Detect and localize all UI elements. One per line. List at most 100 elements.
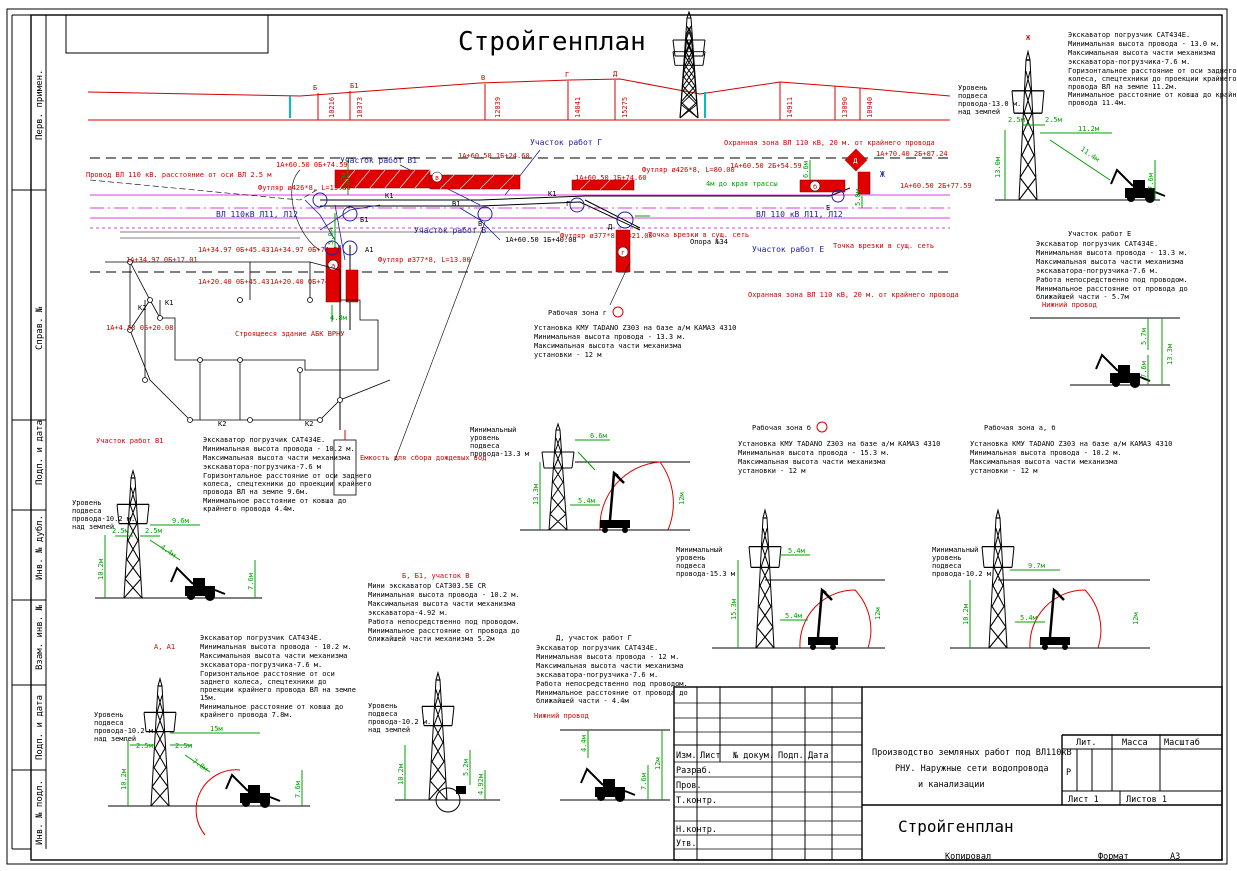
svg-text:Минимальный: Минимальный: [470, 426, 516, 434]
mark: 1А+70.40 2Б+87.24: [876, 150, 948, 158]
plan-dim: 5.0м: [854, 188, 862, 206]
svg-text:Нижний провод: Нижний провод: [534, 712, 589, 720]
profile-dim: 10216: [328, 97, 336, 118]
stamp-row: Разраб.: [676, 765, 712, 776]
svg-text:7.8м: 7.8м: [191, 757, 210, 774]
svg-text:а: а: [331, 262, 335, 270]
svg-text:Максимальная высота части меха: Максимальная высота части механизма: [200, 652, 348, 660]
mark: 1А+60.50 2Б+77.59: [900, 182, 972, 190]
stamp-header: Дата: [808, 751, 828, 761]
panel-site-b1: Участок работ В1 Экскаватор погрузчик CA…: [72, 436, 372, 602]
svg-text:Горизонтальное расстояние от о: Горизонтальное расстояние от оси заднего: [203, 472, 372, 480]
site-label: Участок работ В1: [340, 155, 417, 165]
svg-text:Установка КМУ TADANO Z303 на б: Установка КМУ TADANO Z303 на базе а/м КА…: [738, 440, 940, 448]
svg-text:ближайшей части - 5.7м: ближайшей части - 5.7м: [1036, 293, 1130, 301]
panel-site-aa1: А, А1 Экскаватор погрузчик CAT434E. Мини…: [94, 634, 356, 836]
node-label: К1: [385, 192, 393, 200]
svg-text:уровень: уровень: [676, 554, 706, 562]
svg-text:экскаватора-погрузчика-7.6 м.: экскаватора-погрузчика-7.6 м.: [1036, 267, 1158, 275]
panel-zone-g: Рабочая зона г Установка КМУ TADANO Z303…: [470, 306, 736, 535]
svg-text:7.6м: 7.6м: [1147, 172, 1155, 190]
svg-text:11.2м: 11.2м: [1078, 125, 1100, 133]
svg-text:2.5м: 2.5м: [1045, 116, 1063, 124]
svg-text:провода-13.3 м: провода-13.3 м: [470, 450, 530, 458]
svg-text:6.6м: 6.6м: [590, 432, 608, 440]
stamp-scale: Масштаб: [1164, 737, 1200, 748]
svg-text:Экскаватор погрузчик CAT434E.: Экскаватор погрузчик CAT434E.: [1068, 31, 1190, 39]
svg-text:Экскаватор погрузчик CAT434E.: Экскаватор погрузчик CAT434E.: [1036, 240, 1158, 248]
profile-dim: 15275: [621, 97, 629, 118]
svg-text:Минимальная высота провода - 1: Минимальная высота провода - 13.0 м.: [1068, 40, 1220, 48]
mark: 1А+34.97 0Б+74.59: [270, 246, 342, 254]
svg-text:Минимальная высота провода - 1: Минимальная высота провода - 10.2 м.: [970, 449, 1122, 457]
node-label: К1: [548, 190, 556, 198]
stamp-header: Лист: [700, 751, 720, 761]
svg-text:5.2м: 5.2м: [462, 758, 470, 776]
svg-text:Максимальная высота части меха: Максимальная высота части механизма: [368, 600, 516, 608]
svg-text:13.3м: 13.3м: [1166, 343, 1174, 365]
svg-text:7.6м: 7.6м: [247, 572, 255, 590]
pipe-label: Футляр ø426*8, L=80.00: [642, 166, 735, 174]
svg-text:5.4м: 5.4м: [785, 612, 803, 620]
profile-dim: 12039: [494, 97, 502, 118]
svg-text:12м: 12м: [874, 607, 882, 620]
svg-text:5.4м: 5.4м: [788, 547, 806, 555]
stamp-row: Пров.: [676, 781, 702, 791]
svg-text:Максимальная высота части меха: Максимальная высота части механизма: [536, 662, 684, 670]
node-label: Б1: [360, 216, 368, 224]
stamp-row: Т.контр.: [676, 796, 717, 806]
svg-text:Минимальное расстояние от пров: Минимальное расстояние от провода до: [1036, 285, 1188, 293]
svg-text:подвеса: подвеса: [470, 442, 500, 450]
profile-dim: 10373: [356, 97, 364, 118]
panel-title: Б, Б1, участок В: [402, 572, 469, 580]
node-label: Е: [826, 204, 830, 212]
profile-letter: Д: [613, 70, 618, 78]
svg-text:10.2м: 10.2м: [397, 763, 405, 785]
mark: 1А+60.50 2Б+54.59: [730, 162, 802, 170]
svg-text:Минимальная высота провода - 1: Минимальная высота провода - 13.3 м.: [1036, 249, 1188, 257]
mark: 1А+60.50 1Б+24.60: [458, 152, 530, 160]
profile-dim: 14041: [574, 97, 582, 118]
svg-text:провода-15.3 м: провода-15.3 м: [676, 570, 736, 578]
svg-text:Максимальная высота части меха: Максимальная высота части механизма: [738, 458, 886, 466]
svg-text:крайнего провода 7.8м.: крайнего провода 7.8м.: [200, 711, 293, 719]
side-label: Подп. и дата: [35, 695, 45, 760]
stamp-mass: Масса: [1122, 738, 1148, 748]
svg-text:провода ВЛ на земле 11.2м.: провода ВЛ на земле 11.2м.: [1068, 83, 1178, 91]
panel-title: Рабочая зона г: [548, 309, 607, 317]
side-label: Справ. №: [35, 306, 45, 350]
edge-label: 4м до края трассы: [706, 180, 778, 188]
svg-text:7.6м: 7.6м: [1140, 360, 1148, 378]
panel-title: Рабочая зона б: [752, 424, 811, 432]
svg-text:Минимальный: Минимальный: [676, 546, 722, 554]
pipe-label: Футляр ø426*8, L=13.00: [258, 184, 351, 192]
stamp-lit: Лит.: [1076, 738, 1096, 748]
svg-text:15м: 15м: [210, 725, 223, 733]
svg-text:подвеса: подвеса: [94, 719, 124, 727]
site-label: Участок работ В: [414, 225, 486, 235]
svg-text:Горизонтальное расстояние от о: Горизонтальное расстояние от оси: [200, 670, 335, 678]
profile-letter: В: [481, 74, 485, 82]
profile-dim: 10940: [866, 97, 874, 118]
node-label: В1: [452, 200, 460, 208]
svg-text:9.7м: 9.7м: [1028, 562, 1046, 570]
svg-text:подвеса: подвеса: [932, 562, 962, 570]
svg-text:Уровень: Уровень: [72, 499, 102, 507]
stamp-sheets: Листов 1: [1126, 795, 1167, 805]
side-label: Инв. № подл.: [35, 780, 45, 845]
svg-text:Мини экскаватор CAT303.5E CR: Мини экскаватор CAT303.5E CR: [368, 582, 487, 590]
pipe-label: Футляр ø377*8, L=13.00: [378, 256, 471, 264]
title-block-text: Изм. Лист № докум. Подп. Дата Разраб. Пр…: [676, 737, 1200, 862]
svg-text:Экскаватор погрузчик CAT434E.: Экскаватор погрузчик CAT434E.: [200, 634, 322, 642]
doc-title: и канализации: [918, 780, 985, 790]
panel-zone-zh: Ж Экскаватор погрузчик CAT434E. Минималь…: [958, 31, 1237, 204]
stamp-sheet: Лист 1: [1068, 795, 1099, 805]
svg-text:б: б: [813, 183, 817, 191]
svg-text:10.2м: 10.2м: [97, 558, 105, 580]
zone-label: Охранная зона ВЛ 110 кВ, 20 м. от крайне…: [724, 139, 935, 147]
svg-text:Максимальная высота части меха: Максимальная высота части механизма: [534, 342, 682, 350]
svg-text:Горизонтальное расстояние от о: Горизонтальное расстояние от оси заднего: [1068, 67, 1237, 75]
svg-text:15.3м: 15.3м: [730, 598, 738, 620]
side-label: Подп. и дата: [35, 420, 45, 485]
panel-title: Участок работ Е: [1068, 230, 1131, 238]
